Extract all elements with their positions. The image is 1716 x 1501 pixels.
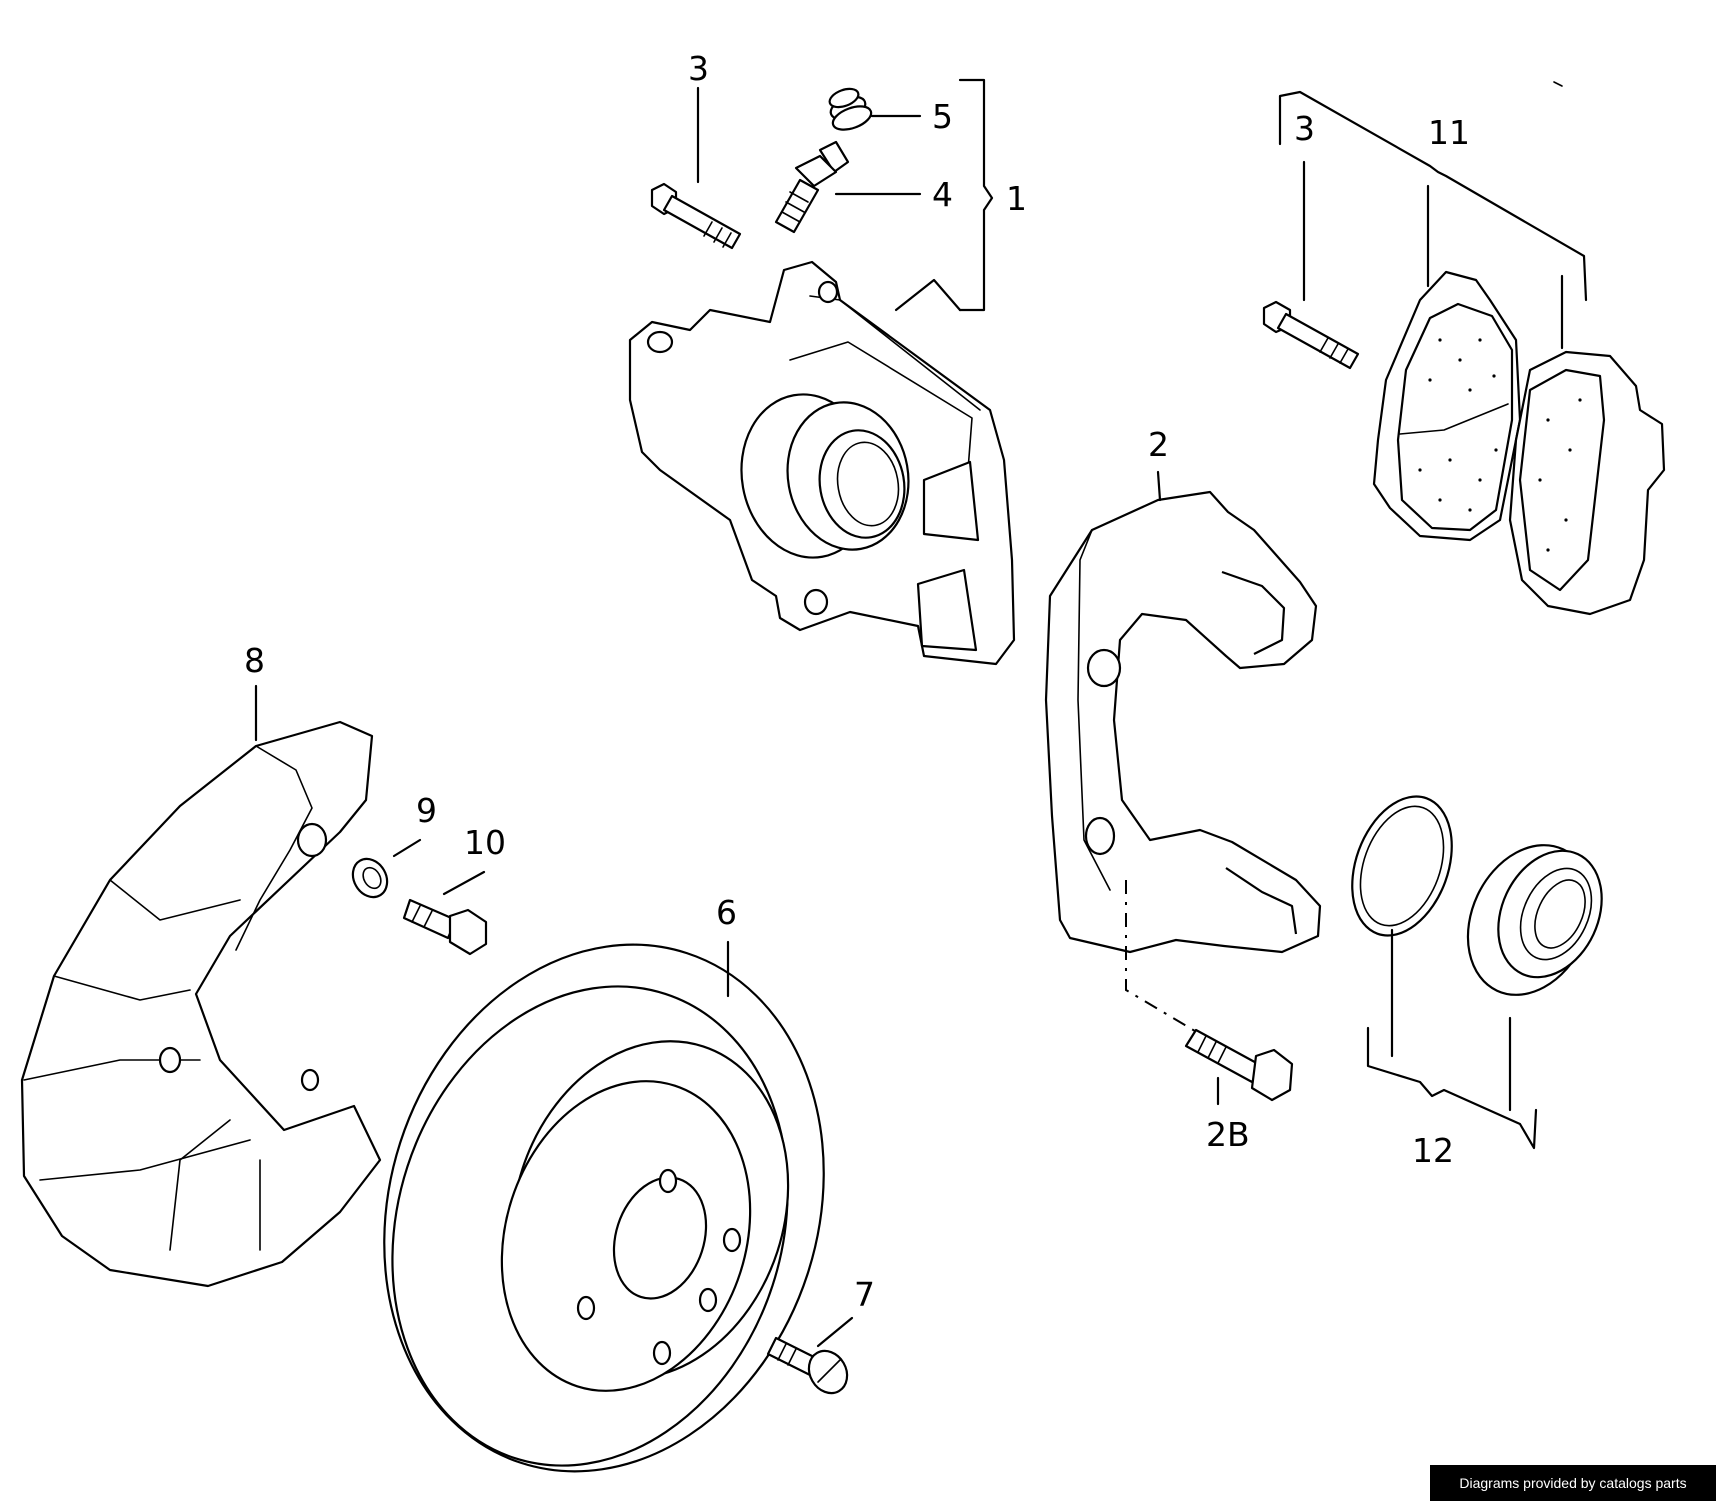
leader-2: [1156, 470, 1162, 502]
lock-washer[interactable]: [346, 853, 394, 904]
stray-mark: [1553, 81, 1563, 87]
bracket-1: [958, 78, 994, 312]
carrier-bolt[interactable]: [1184, 1028, 1294, 1102]
splash-plate[interactable]: [20, 720, 382, 1288]
disc-screw[interactable]: [766, 1336, 855, 1400]
bracket-11: [1278, 90, 1588, 302]
leader-9: [392, 838, 422, 858]
plate-bolt[interactable]: [402, 898, 488, 956]
callout-12: 12: [1412, 1131, 1454, 1170]
callout-6: 6: [716, 893, 737, 932]
brake-pad-inner[interactable]: [1372, 270, 1522, 542]
callout-2b: 2B: [1206, 1115, 1250, 1154]
axis-carrier-bolt: [1125, 880, 1211, 1041]
piston-boot[interactable]: [1444, 825, 1621, 1015]
callout-10: 10: [464, 823, 506, 862]
leader-10: [442, 870, 486, 896]
callout-3-top: 3: [688, 49, 709, 88]
callout-3-right: 3: [1294, 109, 1315, 148]
callout-7: 7: [854, 1275, 875, 1314]
callout-4: 4: [932, 175, 953, 214]
guide-bolt-caliper[interactable]: [650, 182, 742, 250]
callout-9: 9: [416, 791, 437, 830]
leader-7: [816, 1316, 854, 1348]
caliper-carrier[interactable]: [1044, 490, 1322, 954]
brake-disc[interactable]: [318, 887, 891, 1501]
callout-8: 8: [244, 641, 265, 680]
callout-5: 5: [932, 97, 953, 136]
seal-ring[interactable]: [1334, 783, 1470, 950]
bleeder-valve[interactable]: [774, 140, 850, 234]
caliper-housing[interactable]: [628, 260, 1016, 666]
guide-bolt-pads[interactable]: [1262, 300, 1360, 370]
credit-banner: Diagrams provided by catalogs parts: [1430, 1465, 1716, 1501]
callout-11: 11: [1428, 113, 1470, 152]
callout-2: 2: [1148, 425, 1169, 464]
dust-cap[interactable]: [827, 85, 874, 134]
leader-1: [894, 278, 962, 312]
bracket-12: [1366, 1026, 1538, 1150]
callout-1: 1: [1006, 179, 1027, 218]
brake-pad-outer[interactable]: [1508, 350, 1666, 616]
